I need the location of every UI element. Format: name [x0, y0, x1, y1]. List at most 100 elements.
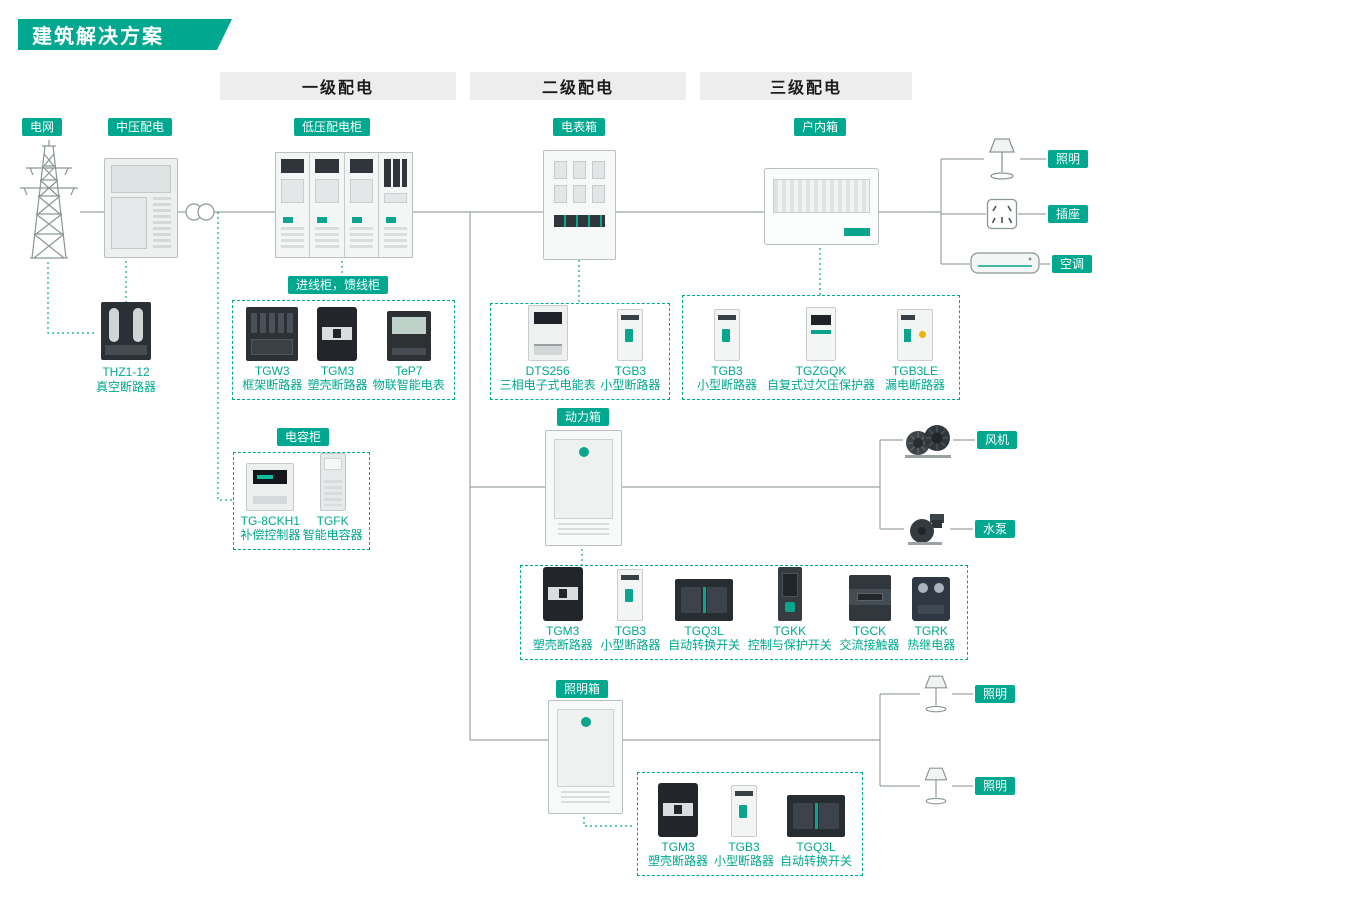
section-header-tertiary-label: 三级配电 — [769, 80, 842, 97]
product-tgck: TGCK 交流接触器 — [840, 575, 900, 652]
tgw3-device-image — [246, 307, 299, 361]
load-aircon-badge: 空调 — [1052, 255, 1093, 273]
product-desc: 小型断路器 — [713, 854, 774, 868]
product-tgw3: TGW3 框架断路器 — [242, 307, 302, 392]
product-desc: 小型断路器 — [600, 638, 661, 652]
tgfk-device-image — [319, 453, 346, 511]
load-lighting-top-badge: 照明 — [1048, 150, 1089, 168]
product-tgq3l: TGQ3L 自动转换开关 — [668, 579, 740, 652]
product-model: TGZGQK — [795, 364, 847, 378]
product-tgb3le: TGB3LE 漏电断路器 — [885, 309, 945, 392]
product-desc: 漏电断路器 — [884, 378, 945, 392]
product-model: TGB3 — [711, 364, 743, 378]
grid-badge: 电网 — [22, 118, 63, 136]
product-model: TGB3 — [614, 624, 647, 638]
section-header-primary: 一级配电 — [220, 72, 456, 100]
product-tgb3: TGB3 小型断路器 — [697, 309, 757, 392]
socket-icon — [986, 198, 1018, 230]
product-desc: 三相电子式电能表 — [499, 378, 596, 392]
section-header-secondary: 二级配电 — [470, 72, 686, 100]
product-group-power: TGM3 塑壳断路器 TGB3 小型断路器 TGQ3L 自动转换开关 TGKK … — [520, 565, 968, 660]
product-desc: 物联智能电表 — [372, 378, 445, 392]
lv-switchgear-image — [275, 152, 413, 258]
tgb3-device-image — [713, 309, 740, 361]
mv-distribution-badge: 中压配电 — [108, 118, 173, 136]
product-desc: 自动转换开关 — [668, 638, 741, 652]
mv-cabinet-image — [104, 158, 178, 258]
product-group-incoming: TGW3 框架断路器 TGM3 塑壳断路器 TeP7 物联智能电表 — [232, 300, 455, 400]
product-model: TGRK — [914, 624, 948, 638]
lamp-mid-icon — [924, 675, 948, 713]
vacuum-breaker-desc: 真空断路器 — [95, 380, 156, 394]
product-model: TGCK — [852, 624, 887, 638]
tg-8ckh1-device-image — [246, 463, 295, 511]
tgzgqk-device-image — [805, 307, 836, 361]
product-model: TGW3 — [254, 364, 290, 378]
product-group-lighting: TGM3 塑壳断路器 TGB3 小型断路器 TGQ3L 自动转换开关 — [637, 772, 863, 876]
tgm3-device-image — [542, 567, 583, 621]
product-desc: 小型断路器 — [696, 378, 757, 392]
vacuum-breaker-model: THZ1-12 — [102, 365, 150, 379]
product-tgkk: TGKK 控制与保护开关 — [748, 567, 832, 652]
product-desc: 小型断路器 — [600, 378, 661, 392]
product-model: TGB3 — [614, 364, 646, 378]
product-tep7: TeP7 物联智能电表 — [373, 311, 445, 392]
product-group-meter: DTS256 三相电子式电能表 TGB3 小型断路器 — [490, 303, 670, 400]
product-tgrk: TGRK 热继电器 — [907, 577, 955, 652]
load-socket-badge: 插座 — [1048, 205, 1089, 223]
page-title: 建筑解决方案 — [32, 26, 164, 48]
product-desc: 热继电器 — [907, 638, 956, 652]
product-tg8ckh1: TG-8CKH1 补偿控制器 — [240, 463, 300, 542]
product-model: TGFK — [316, 514, 349, 528]
tgb3-device-image — [617, 569, 644, 621]
indoor-box-badge: 户内箱 — [794, 118, 847, 136]
product-model: TGB3LE — [891, 364, 938, 378]
tep7-device-image — [386, 311, 431, 361]
fan-icon — [905, 425, 951, 458]
meter-box-image — [543, 150, 616, 260]
indoor-box-image — [764, 168, 879, 245]
lv-cabinet-badge: 低压配电柜 — [294, 118, 371, 136]
load-lighting-mid-badge: 照明 — [975, 685, 1016, 703]
product-desc: 控制与保护开关 — [747, 638, 832, 652]
product-desc: 智能电容器 — [302, 528, 363, 542]
lamp-bottom-icon — [924, 767, 948, 805]
load-lighting-bottom-badge: 照明 — [975, 777, 1016, 795]
meter-box-badge: 电表箱 — [553, 118, 606, 136]
product-tgm3: TGM3 塑壳断路器 — [533, 567, 593, 652]
product-desc: 塑壳断路器 — [307, 378, 368, 392]
title-banner: 建筑解决方案 — [18, 19, 232, 50]
product-tgb3: TGB3 小型断路器 — [600, 569, 660, 652]
tgkk-device-image — [777, 567, 802, 621]
tgm3-device-image — [317, 307, 358, 361]
product-group-indoor: TGB3 小型断路器 TGZGQK 自复式过欠压保护器 TGB3LE 漏电断路器 — [682, 295, 960, 400]
tgq3l-device-image — [786, 795, 845, 837]
product-model: TeP7 — [395, 364, 423, 378]
transmission-tower-icon — [20, 140, 78, 259]
power-box-badge: 动力箱 — [557, 408, 610, 426]
aircon-icon — [970, 252, 1040, 274]
incoming-feeder-badge: 进线柜，馈线柜 — [288, 276, 389, 294]
product-tgm3: TGM3 塑壳断路器 — [648, 783, 708, 868]
tgb3-device-image — [617, 309, 644, 361]
pump-icon — [908, 514, 944, 545]
product-model: TG-8CKH1 — [240, 514, 300, 528]
product-tgzgqk: TGZGQK 自复式过欠压保护器 — [767, 307, 875, 392]
product-tgb3: TGB3 小型断路器 — [600, 309, 660, 392]
product-desc: 塑壳断路器 — [532, 638, 593, 652]
section-header-tertiary: 三级配电 — [700, 72, 912, 100]
product-model: DTS256 — [525, 364, 570, 378]
product-desc: 自动转换开关 — [779, 854, 852, 868]
lighting-box-badge: 照明箱 — [556, 680, 609, 698]
product-model: TGM3 — [546, 624, 580, 638]
thz1-12-device-image — [101, 302, 151, 360]
section-header-primary-label: 一级配电 — [301, 80, 374, 97]
product-model: TGB3 — [728, 840, 760, 854]
tgrk-device-image — [912, 577, 951, 621]
capacitor-cabinet-badge: 电容柜 — [277, 428, 330, 446]
product-desc: 塑壳断路器 — [647, 854, 708, 868]
dts256-device-image — [527, 305, 568, 361]
product-group-capacitor: TG-8CKH1 补偿控制器 TGFK 智能电容器 — [233, 452, 370, 550]
